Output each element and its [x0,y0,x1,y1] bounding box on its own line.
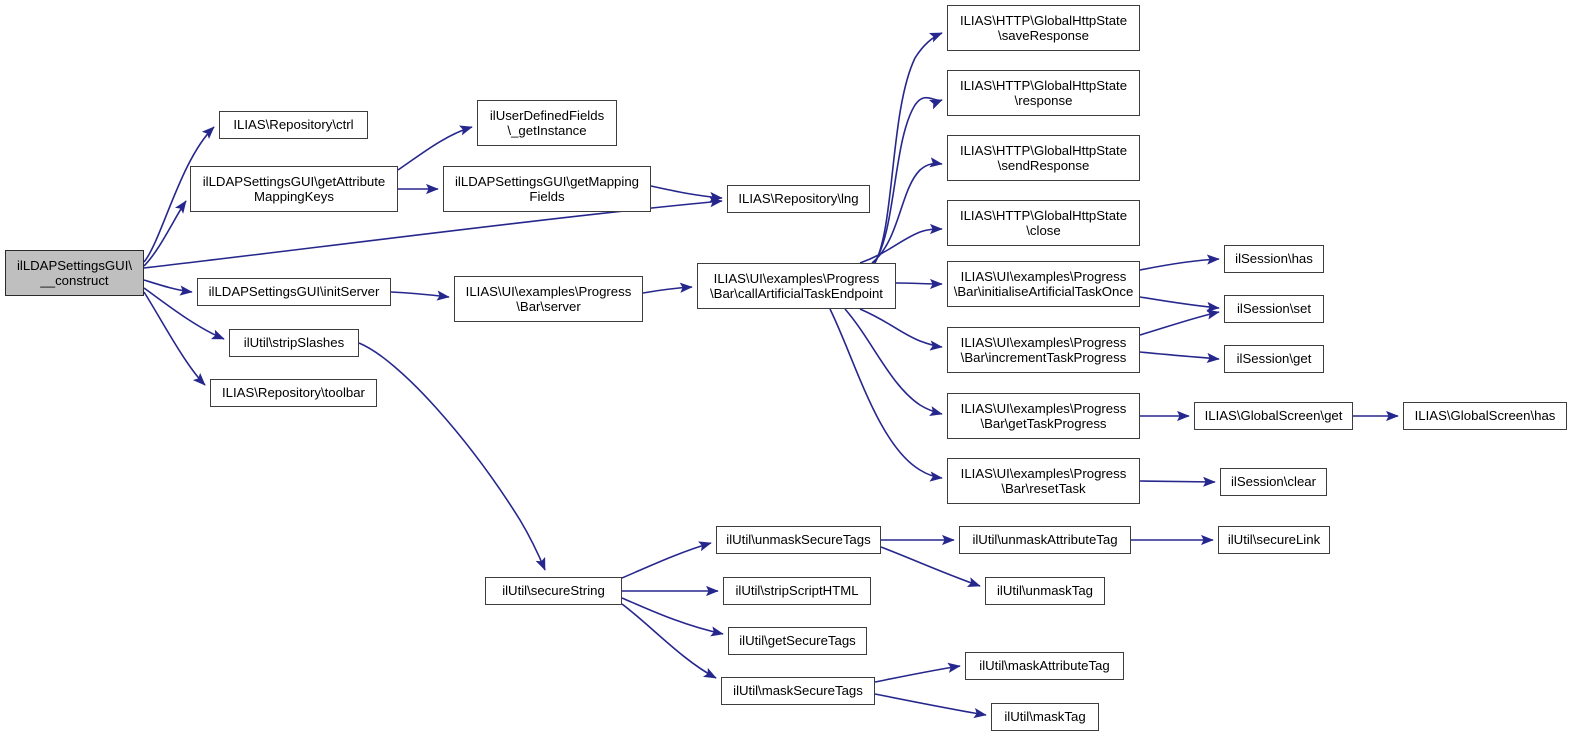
graph-edge-resetTask-to-sessionClear [1139,476,1216,487]
graph-node-label: ILIAS\UI\examples\Progress \Bar\initiali… [953,268,1134,300]
graph-node-label: ilUtil\getSecureTags [739,633,856,649]
graph-node-server[interactable]: ILIAS\UI\examples\Progress \Bar\server [454,276,643,322]
graph-edge-callArtificial-to-sendResponse [871,157,943,264]
graph-node-stripSlashes[interactable]: ilUtil\stripSlashes [229,329,359,357]
graph-node-getSecureTags[interactable]: ilUtil\getSecureTags [728,627,867,655]
graph-node-label: ILIAS\UI\examples\Progress \Bar\callArti… [710,270,883,302]
graph-node-callArtificial[interactable]: ILIAS\UI\examples\Progress \Bar\callArti… [697,263,896,309]
graph-node-label: ilUtil\unmaskAttributeTag [972,532,1118,548]
graph-edge-maskSecure-to-maskAttrTag [874,662,961,683]
graph-node-maskTag[interactable]: ilUtil\maskTag [991,703,1099,731]
graph-edge-root-to-toolbar [143,291,206,386]
graph-node-saveResponse[interactable]: ILIAS\HTTP\GlobalHttpState \saveResponse [947,5,1140,51]
graph-node-getTaskProgress[interactable]: ILIAS\UI\examples\Progress \Bar\getTaskP… [947,393,1140,439]
graph-node-label: ilUtil\secureString [502,583,605,599]
graph-node-label: ILIAS\GlobalScreen\has [1414,408,1556,424]
graph-node-initServer[interactable]: ilLDAPSettingsGUI\initServer [197,278,391,306]
graph-edge-initServer-to-server [390,290,450,301]
graph-node-label: ILIAS\UI\examples\Progress \Bar\resetTas… [960,465,1127,497]
graph-node-label: ilLDAPSettingsGUI\getMapping Fields [455,173,639,205]
graph-node-label: ILIAS\UI\examples\Progress \Bar\incremen… [960,334,1127,366]
graph-node-unmaskSecure[interactable]: ilUtil\unmaskSecureTags [716,526,881,554]
graph-node-label: ilSession\set [1236,301,1312,317]
graph-edge-initArtificial-to-sessionSet [1139,296,1220,313]
graph-node-sendResponse[interactable]: ILIAS\HTTP\GlobalHttpState \sendResponse [947,135,1140,181]
graph-node-unmaskTag[interactable]: ilUtil\unmaskTag [985,577,1105,605]
graph-node-label: ilSession\get [1236,351,1312,367]
graph-edge-callArtificial-to-resetTask [829,308,943,482]
graph-node-lng[interactable]: ILIAS\Repository\lng [727,185,870,213]
graph-node-root[interactable]: ilLDAPSettingsGUI\ __construct [5,250,144,296]
graph-edge-callArtificial-to-incrementTask [859,308,943,351]
graph-edge-incrementTask-to-sessionSet [1139,309,1220,336]
graph-node-label: ILIAS\HTTP\GlobalHttpState \close [959,207,1128,239]
graph-node-response[interactable]: ILIAS\HTTP\GlobalHttpState \response [947,70,1140,116]
graph-node-label: ILIAS\GlobalScreen\get [1204,408,1343,424]
graph-node-label: ilLDAPSettingsGUI\getAttribute MappingKe… [202,173,386,205]
graph-node-label: ILIAS\UI\examples\Progress \Bar\server [465,283,632,315]
graph-node-label: ilUtil\unmaskSecureTags [726,532,871,548]
graph-node-sessionHas[interactable]: ilSession\has [1224,245,1324,273]
graph-edge-getAttrMapKeys-to-getInstance [397,125,473,171]
graph-node-label: ILIAS\HTTP\GlobalHttpState \response [959,77,1128,109]
graph-node-label: ilUtil\maskTag [1004,709,1086,725]
graph-node-label: ilLDAPSettingsGUI\ __construct [16,257,133,289]
graph-node-sessionGet[interactable]: ilSession\get [1224,345,1324,373]
graph-node-sessionSet[interactable]: ilSession\set [1224,295,1324,323]
graph-edge-callArtificial-to-saveResponse [874,32,943,264]
graph-node-close[interactable]: ILIAS\HTTP\GlobalHttpState \close [947,200,1140,246]
graph-node-label: ilUtil\secureLink [1227,532,1321,548]
graph-edge-callArtificial-to-close [859,223,943,264]
graph-node-label: ilLDAPSettingsGUI\initServer [208,284,380,300]
graph-node-label: ilUserDefinedFields \_getInstance [489,107,605,139]
graph-node-secureString[interactable]: ilUtil\secureString [485,577,622,605]
graph-edge-root-to-getAttrMapKeys [143,200,187,267]
graph-node-label: ILIAS\UI\examples\Progress \Bar\getTaskP… [960,400,1127,432]
graph-edge-root-to-initServer [143,279,193,296]
graph-node-label: ILIAS\Repository\ctrl [233,117,354,133]
graph-node-initArtificial[interactable]: ILIAS\UI\examples\Progress \Bar\initiali… [947,261,1140,307]
graph-edge-incrementTask-to-sessionGet [1139,351,1220,364]
graph-node-sessionClear[interactable]: ilSession\clear [1220,468,1327,496]
graph-node-getInstance[interactable]: ilUserDefinedFields \_getInstance [477,100,617,146]
graph-node-label: ilUtil\unmaskTag [996,583,1093,599]
graph-edge-callArtificial-to-initArtificial [895,278,943,290]
graph-edge-initArtificial-to-sessionHas [1139,254,1220,271]
graph-edge-secureString-to-getSecureTags [621,597,724,637]
graph-node-label: ILIAS\Repository\lng [738,191,859,207]
graph-edge-stripSlashes-to-secureString [358,342,546,571]
graph-node-secureLink[interactable]: ilUtil\secureLink [1218,526,1330,554]
graph-node-label: ILIAS\Repository\toolbar [222,385,365,401]
graph-node-getMappingFlds[interactable]: ilLDAPSettingsGUI\getMapping Fields [443,166,651,212]
graph-edge-maskSecure-to-maskTag [874,693,987,719]
graph-edge-secureString-to-unmaskSecure [621,541,712,579]
graph-edge-callArtificial-to-response [873,96,943,264]
graph-node-gsGet[interactable]: ILIAS\GlobalScreen\get [1194,402,1353,430]
graph-node-gsHas[interactable]: ILIAS\GlobalScreen\has [1403,402,1567,430]
graph-node-label: ilUtil\stripScriptHTML [735,583,859,599]
graph-node-incrementTask[interactable]: ILIAS\UI\examples\Progress \Bar\incremen… [947,327,1140,373]
graph-edge-server-to-callArtificial [642,282,693,294]
graph-node-label: ilSession\has [1235,251,1313,267]
graph-node-getAttrMapKeys[interactable]: ilLDAPSettingsGUI\getAttribute MappingKe… [190,166,398,212]
graph-node-label: ilUtil\maskAttributeTag [979,658,1110,674]
graph-node-stripScriptHTML[interactable]: ilUtil\stripScriptHTML [723,577,871,605]
graph-node-maskAttrTag[interactable]: ilUtil\maskAttributeTag [965,652,1124,680]
graph-node-label: ilUtil\maskSecureTags [733,683,863,699]
graph-edge-getMappingFlds-to-lng [650,185,723,203]
graph-node-toolbar[interactable]: ILIAS\Repository\toolbar [210,379,377,407]
graph-node-label: ilUtil\stripSlashes [243,335,345,351]
graph-node-ctrl[interactable]: ILIAS\Repository\ctrl [219,111,368,139]
graph-node-label: ilSession\clear [1230,474,1317,490]
graph-node-resetTask[interactable]: ILIAS\UI\examples\Progress \Bar\resetTas… [947,458,1140,504]
graph-node-label: ILIAS\HTTP\GlobalHttpState \sendResponse [959,142,1128,174]
graph-edge-secureString-to-maskSecure [621,603,717,679]
graph-edge-callArtificial-to-getTaskProgress [844,308,943,417]
graph-node-maskSecure[interactable]: ilUtil\maskSecureTags [721,677,875,705]
graph-node-label: ILIAS\HTTP\GlobalHttpState \saveResponse [959,12,1128,44]
graph-node-unmaskAttrTag[interactable]: ilUtil\unmaskAttributeTag [959,526,1131,554]
